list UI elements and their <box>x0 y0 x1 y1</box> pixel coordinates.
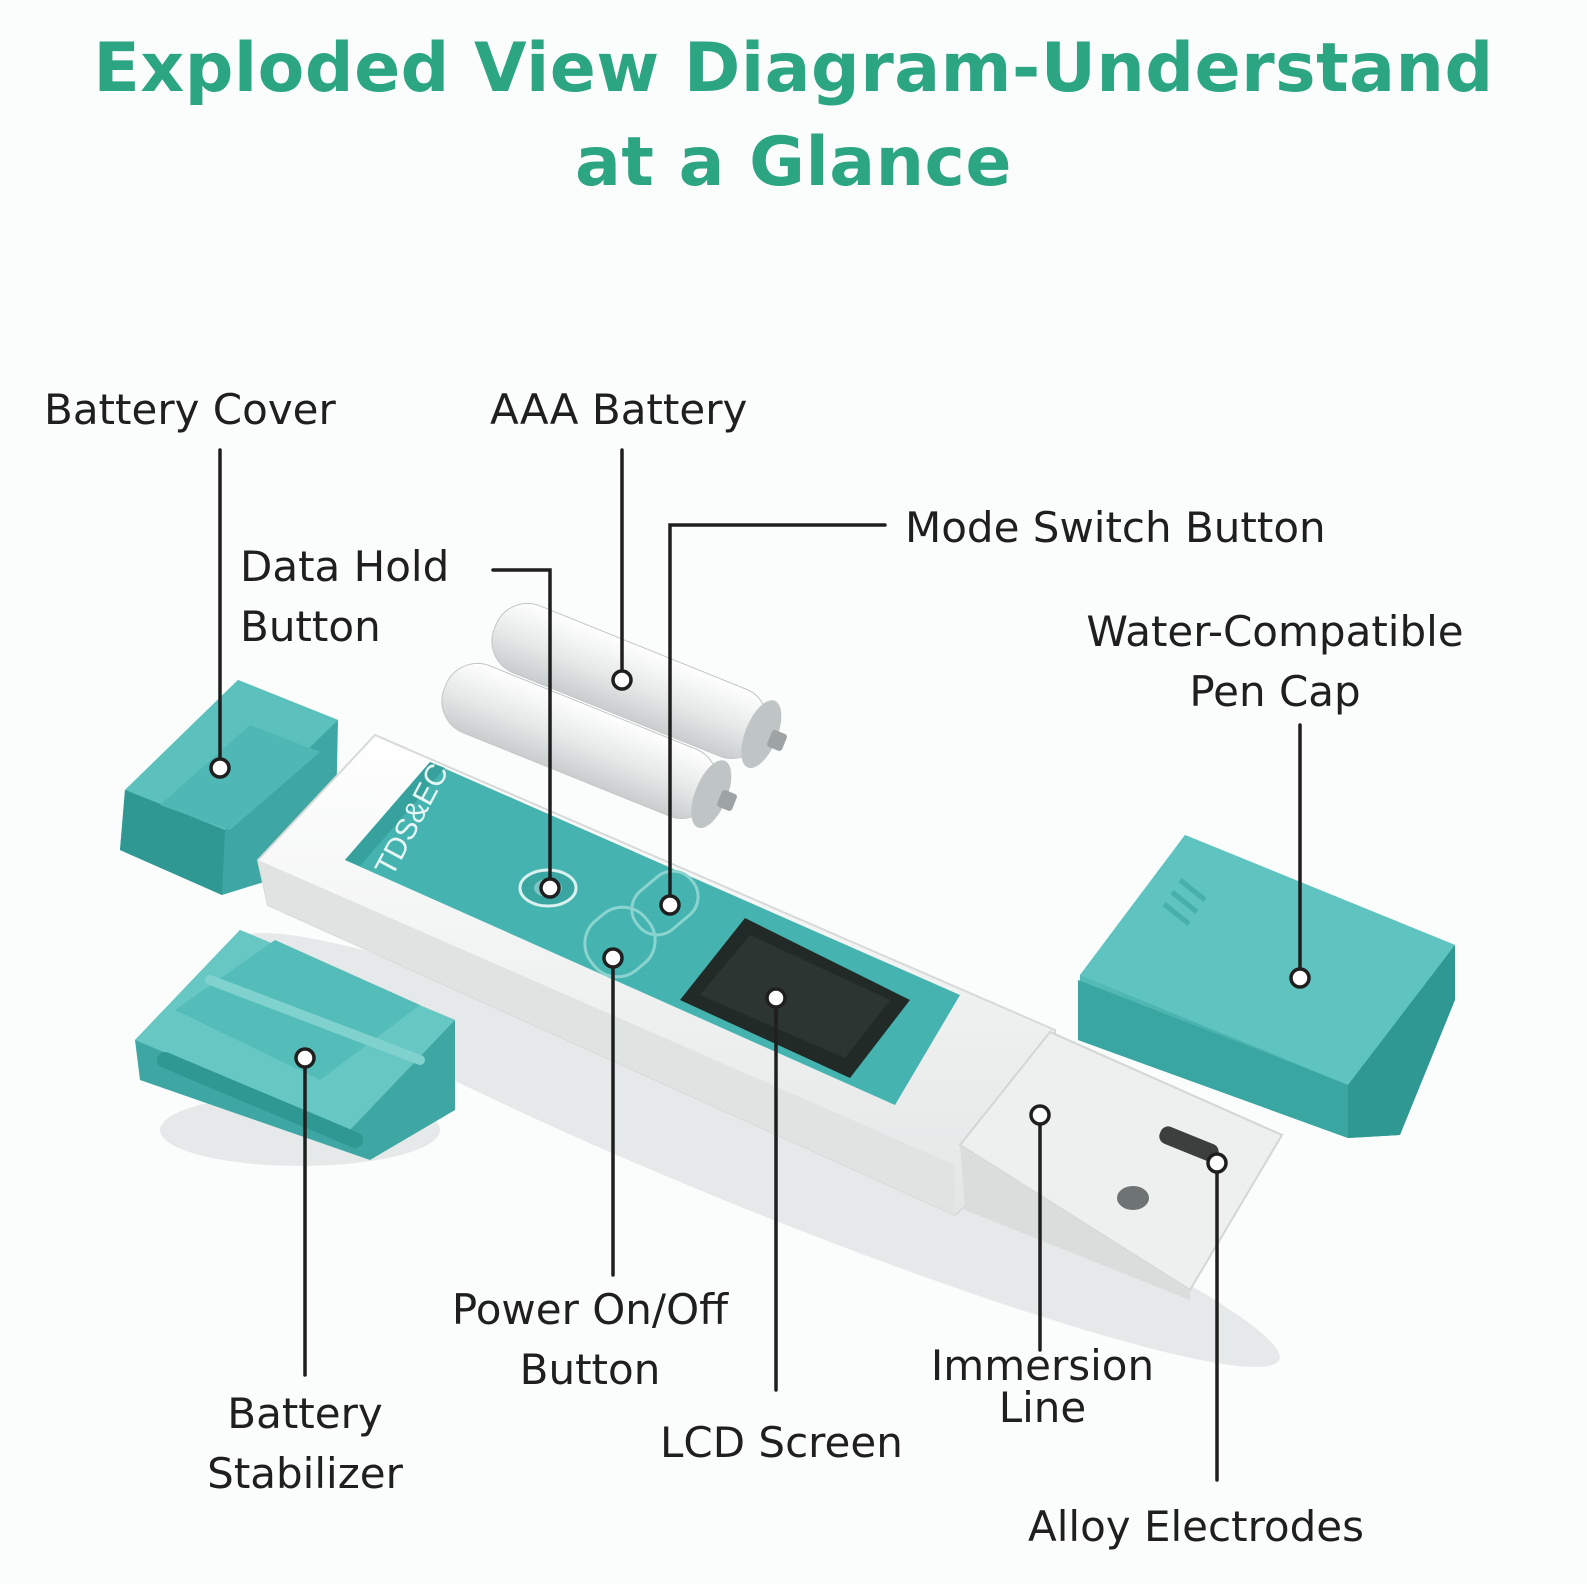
pen-body: TDS&EC <box>256 733 1056 1217</box>
leader-mode-switch <box>668 523 887 907</box>
label-data-hold-line-1: Data Hold <box>240 542 450 591</box>
label-alloy-electrodes: Alloy Electrodes <box>1028 1502 1364 1551</box>
label-power-button: Power On/Off Button <box>420 1280 760 1400</box>
label-pen-cap-line-1: Water-Compatible <box>1086 607 1464 656</box>
label-pen-cap-line-2: Pen Cap <box>1189 667 1361 716</box>
label-pen-cap: Water-Compatible Pen Cap <box>1045 602 1505 722</box>
page-title: Exploded View Diagram-Understand at a Gl… <box>0 22 1587 210</box>
label-data-hold-button: Data Hold Button <box>240 537 449 657</box>
leader-data-hold <box>491 568 552 890</box>
label-power-line-2: Button <box>519 1345 661 1394</box>
label-data-hold-line-2: Button <box>240 602 381 651</box>
leader-dots <box>209 669 1311 1174</box>
leader-lines <box>218 448 1302 1482</box>
label-immersion-line: Immersion Line <box>915 1345 1170 1429</box>
label-stabilizer-line-1: Battery <box>227 1389 383 1438</box>
label-immersion-line-1: Immersion <box>930 1341 1155 1390</box>
label-stabilizer-line-2: Stabilizer <box>207 1449 403 1498</box>
label-power-line-1: Power On/Off <box>451 1285 729 1334</box>
probe-end <box>958 1030 1284 1300</box>
pen-cap <box>1078 835 1455 1138</box>
title-line-1: Exploded View Diagram-Understand <box>93 29 1494 108</box>
label-mode-switch-button: Mode Switch Button <box>905 503 1326 552</box>
label-aaa-battery: AAA Battery <box>490 385 748 434</box>
label-battery-cover: Battery Cover <box>44 385 336 434</box>
label-lcd-screen: LCD Screen <box>660 1418 903 1467</box>
battery-stabilizer <box>135 930 455 1160</box>
title-line-2: at a Glance <box>575 123 1012 202</box>
label-immersion-line-2: Line <box>998 1383 1087 1432</box>
label-battery-stabilizer: Battery Stabilizer <box>180 1384 430 1504</box>
